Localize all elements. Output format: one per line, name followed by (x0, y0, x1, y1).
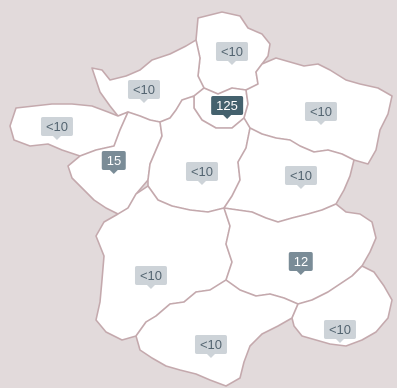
marker-centre-val-de-loire[interactable]: <10 (185, 162, 219, 185)
marker-normandie[interactable]: <10 (127, 80, 161, 103)
marker-provence-alpes-cote-dazur[interactable]: <10 (323, 320, 357, 343)
marker-grand-est[interactable]: <10 (304, 102, 338, 125)
marker-pays-de-la-loire[interactable]: 15 (101, 151, 127, 174)
region-provence-alpes-cote-dazur[interactable] (291, 265, 393, 347)
marker-ile-de-france[interactable]: 125 (211, 96, 243, 119)
marker-occitanie[interactable]: <10 (194, 335, 228, 358)
marker-bourgogne-franche-comte[interactable]: <10 (284, 166, 318, 189)
marker-bretagne[interactable]: <10 (40, 117, 74, 140)
marker-auvergne-rhone-alpes[interactable]: 12 (288, 252, 314, 275)
marker-hauts-de-france[interactable]: <10 (215, 42, 249, 65)
marker-nouvelle-aquitaine[interactable]: <10 (134, 266, 168, 289)
